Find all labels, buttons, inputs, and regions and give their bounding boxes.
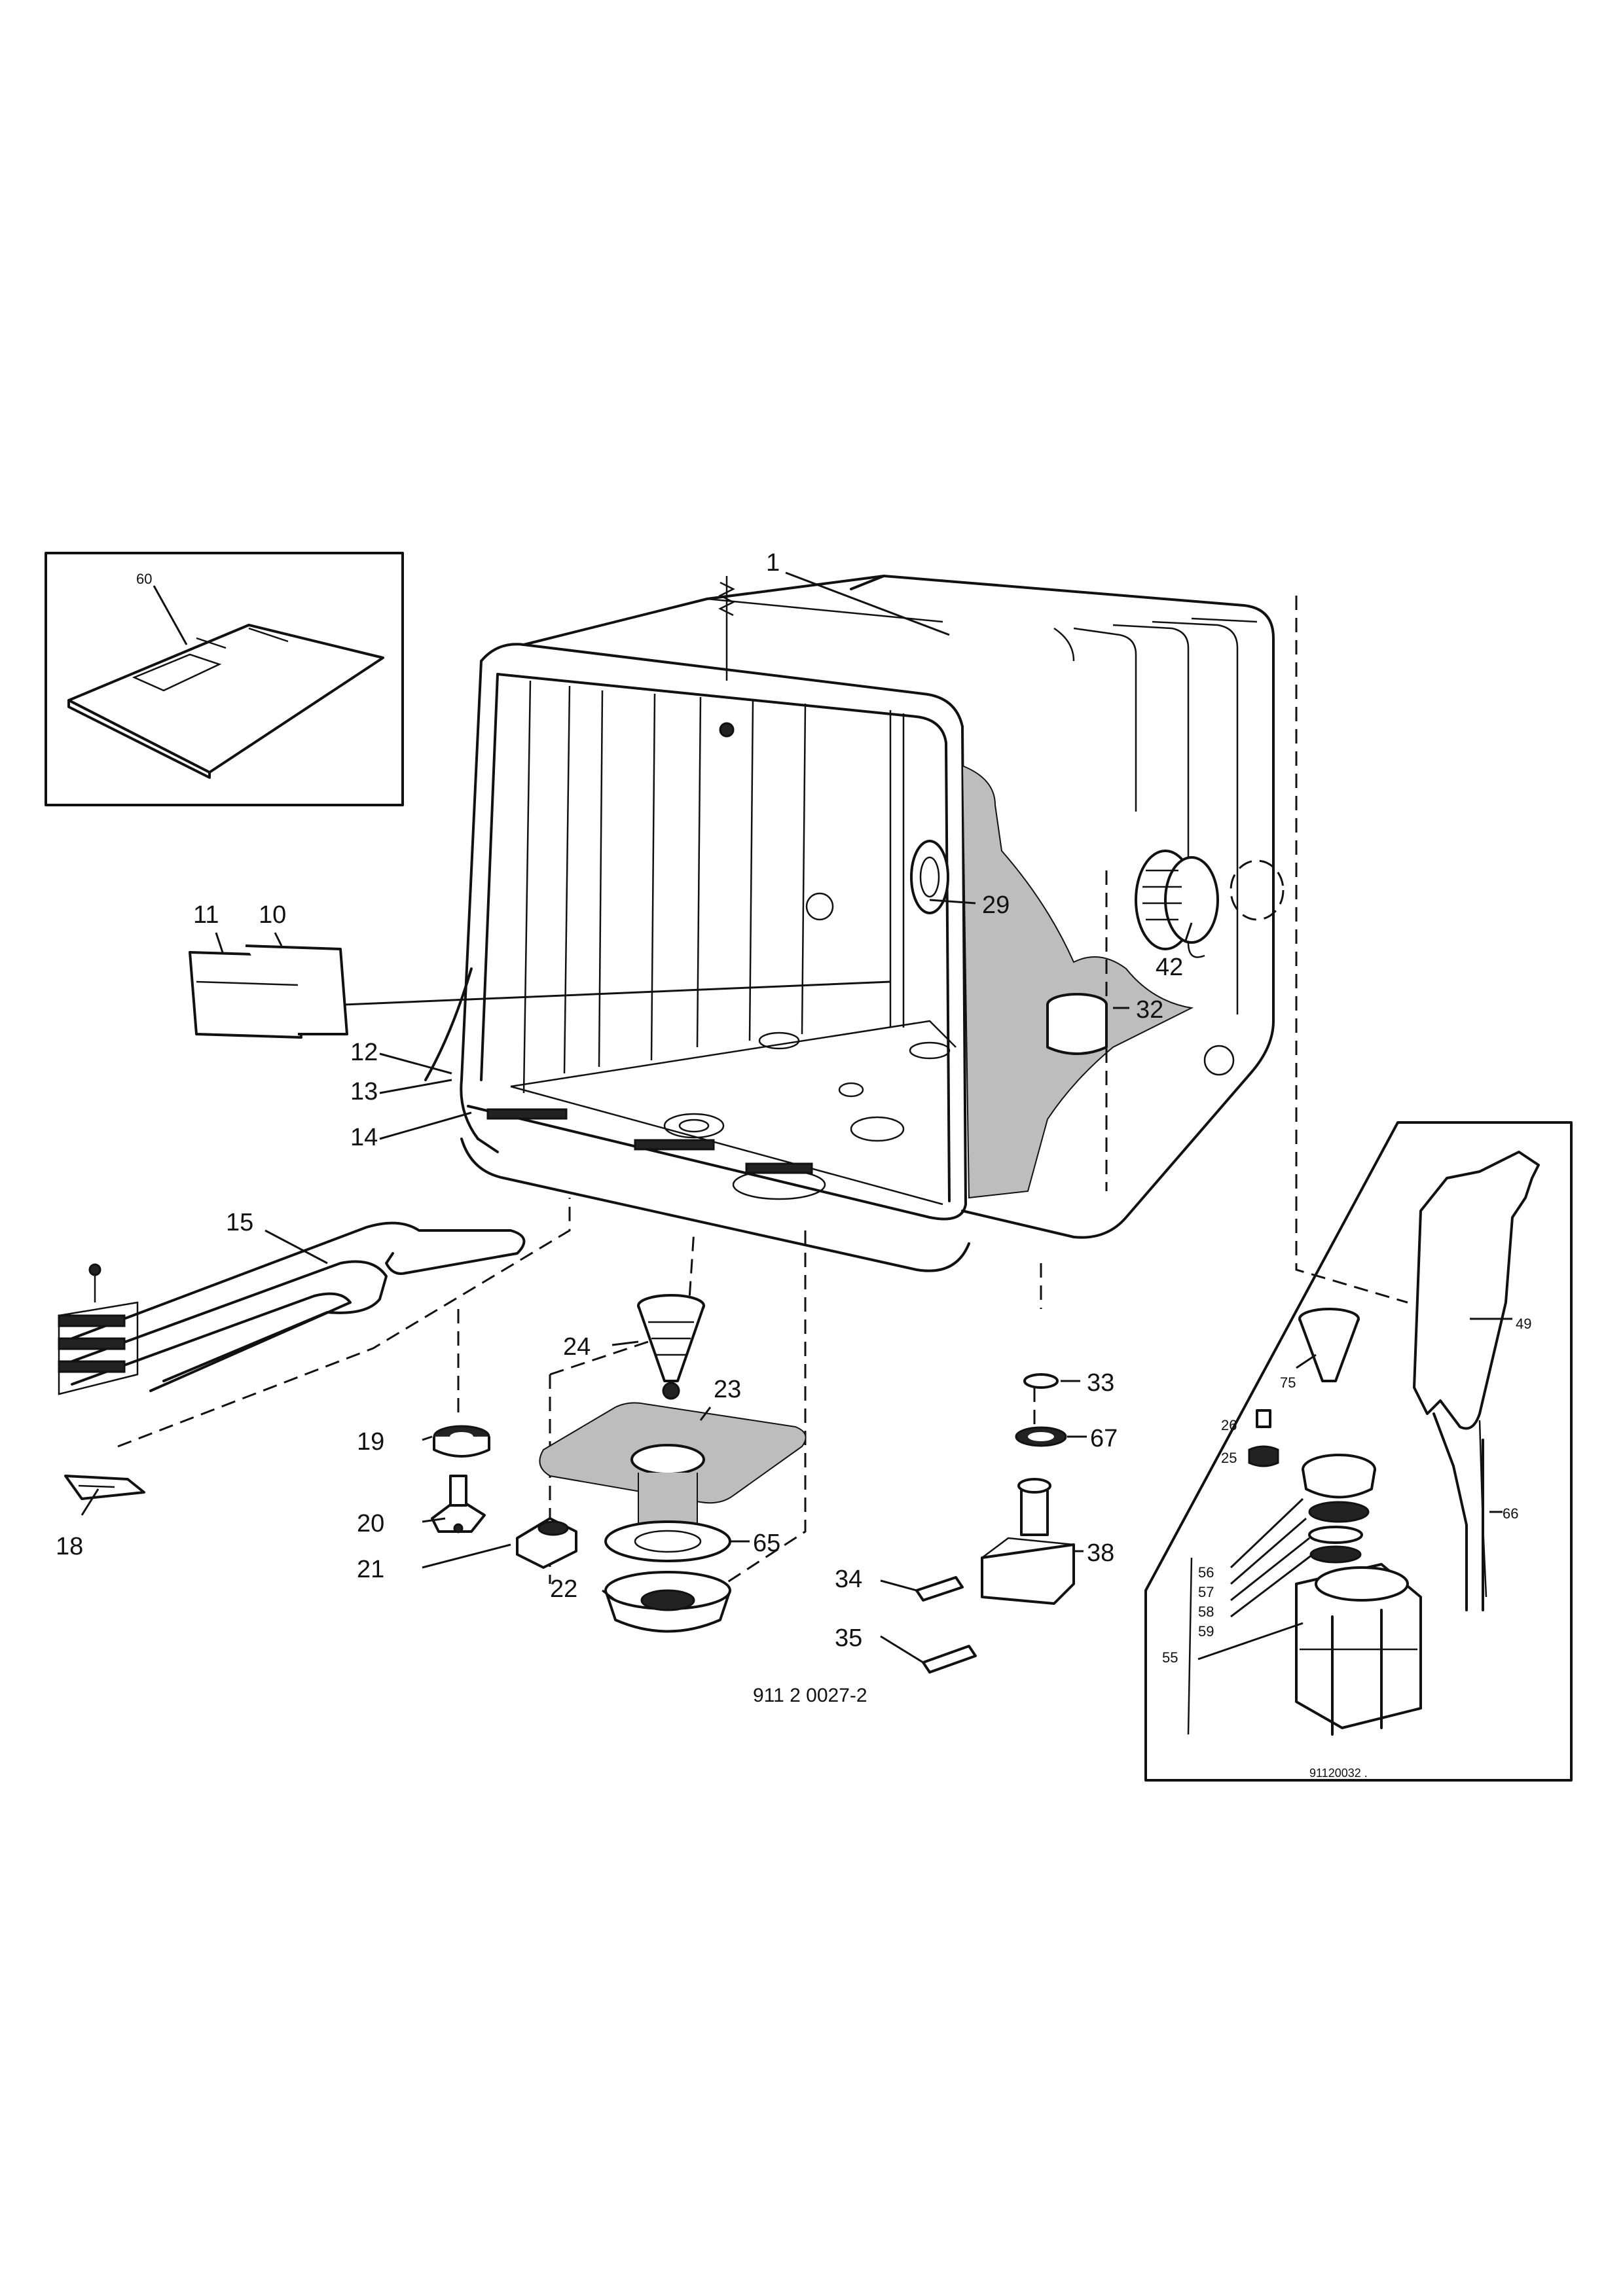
- salt-cap-stack: [1302, 1454, 1376, 1564]
- label-26: 26: [1221, 1417, 1237, 1433]
- side-wall-ribs: [1053, 617, 1258, 1014]
- sump-housing: [604, 1571, 731, 1633]
- label-12: 12: [350, 1039, 378, 1066]
- drawing-code-main: 911 2 0027-2: [753, 1685, 867, 1706]
- pin-35: [922, 1645, 977, 1674]
- salt-funnel: [1298, 1308, 1360, 1382]
- pin-34: [915, 1576, 964, 1602]
- label-14: 14: [350, 1124, 378, 1151]
- washer-33: [1023, 1373, 1059, 1389]
- label-33: 33: [1087, 1369, 1114, 1397]
- part-labels: 1 60 11 10 12 13 14 15 18 19 20 21 22 23…: [56, 549, 1531, 1666]
- label-25: 25: [1221, 1450, 1237, 1466]
- heating-element: [58, 1221, 526, 1395]
- tub-floor-edge: [510, 1020, 957, 1088]
- drawing-code-inset: 91120032 .: [1309, 1767, 1368, 1780]
- tub-left-upright: [460, 660, 499, 1153]
- solenoid-valve-38: [981, 1478, 1075, 1605]
- label-67: 67: [1090, 1425, 1118, 1452]
- rinse-aid-tank: [1413, 1151, 1540, 1430]
- fine-filter-plate: [539, 1402, 807, 1504]
- label-23: 23: [714, 1376, 741, 1403]
- tub-assembly: [343, 575, 1285, 1272]
- manual-inset: [45, 552, 404, 806]
- label-42: 42: [1156, 954, 1183, 981]
- salt-container-cap: [1046, 993, 1108, 1055]
- label-66: 66: [1503, 1505, 1518, 1522]
- tub-bottom-rail: [467, 1105, 967, 1221]
- label-21: 21: [357, 1556, 384, 1583]
- label-19: 19: [357, 1428, 384, 1456]
- label-18: 18: [56, 1533, 83, 1560]
- back-wall-ribs: [522, 680, 905, 1094]
- label-10: 10: [259, 901, 286, 929]
- tub-outer-shell: [883, 575, 1275, 1239]
- dispenser-inset-frame: [1144, 1121, 1573, 1782]
- label-22: 22: [550, 1575, 577, 1603]
- vent-filter: [1135, 850, 1285, 950]
- label-57: 57: [1198, 1584, 1214, 1600]
- label-20: 20: [357, 1510, 384, 1537]
- label-1: 1: [766, 549, 780, 577]
- pump-seal-ring: [433, 1425, 490, 1458]
- label-75: 75: [1280, 1374, 1296, 1391]
- label-49: 49: [1516, 1316, 1531, 1332]
- rinse-aid-fitting: [910, 840, 949, 914]
- label-65: 65: [753, 1530, 780, 1557]
- label-55: 55: [1162, 1649, 1178, 1666]
- label-58: 58: [1198, 1604, 1214, 1620]
- level-switch: [516, 1517, 577, 1569]
- small-fitting: [1248, 1409, 1279, 1467]
- label-29: 29: [982, 891, 1010, 919]
- label-13: 13: [350, 1078, 378, 1105]
- label-leaders: [81, 571, 1193, 1664]
- label-60: 60: [136, 571, 152, 587]
- label-38: 38: [1087, 1539, 1114, 1567]
- label-34: 34: [835, 1566, 862, 1593]
- label-15: 15: [226, 1209, 253, 1236]
- manual-inset-frame: [45, 552, 404, 806]
- inlet-parts: [915, 1373, 1075, 1674]
- salt-container: [1295, 1563, 1422, 1736]
- outer-panel-10: [245, 944, 348, 1035]
- top-fixing-screw: [718, 576, 735, 738]
- label-59: 59: [1198, 1623, 1214, 1640]
- check-valve: [431, 1475, 486, 1534]
- door-panel-parts: [189, 944, 348, 1039]
- label-24: 24: [563, 1333, 591, 1361]
- label-32: 32: [1136, 996, 1163, 1024]
- dispenser-inset: [1144, 1121, 1573, 1782]
- coarse-strainer: [637, 1294, 705, 1400]
- tub-top-rim: [480, 643, 964, 728]
- label-35: 35: [835, 1624, 862, 1652]
- insulation-panel: [961, 764, 1194, 1199]
- label-56: 56: [1198, 1564, 1214, 1581]
- label-11: 11: [193, 901, 219, 929]
